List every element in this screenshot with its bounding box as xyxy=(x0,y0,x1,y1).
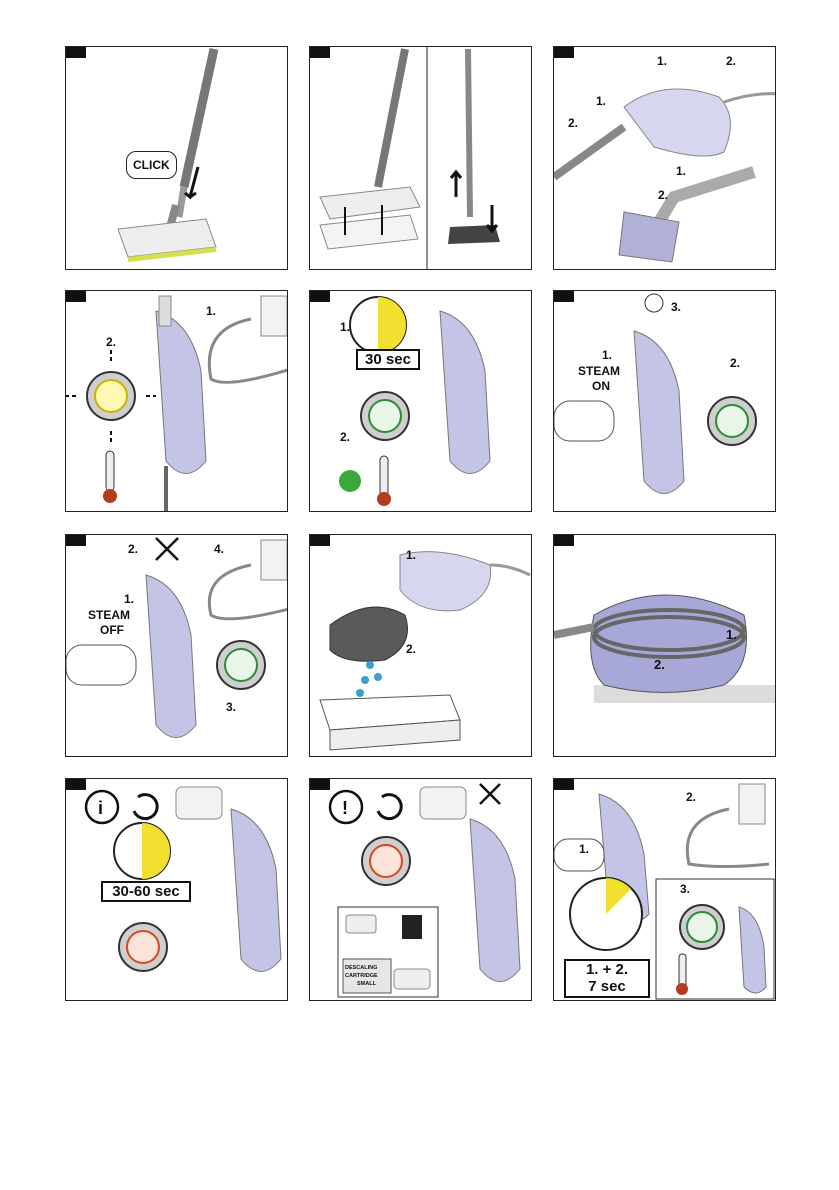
descaling-cartridge-illustration: ! DESCALING CARTRIDGE SMALL xyxy=(310,779,532,1001)
panel-7-steam-off: 1. STEAM OFF 2. 3. 4. xyxy=(65,534,288,757)
panel-12-reset-indicator: 1. 2. 3. 1. + 2. 7 sec xyxy=(553,778,776,1001)
panel-11-descaling-cartridge: ! DESCALING CARTRIDGE SMALL xyxy=(309,778,532,1001)
step-label: 1. xyxy=(579,842,589,856)
hold-duration-label: 7 sec xyxy=(566,978,648,995)
step-label: 1. xyxy=(340,320,350,334)
refresh-icon xyxy=(378,795,401,819)
step-label: 2. xyxy=(730,356,740,370)
timer-illustration: 1. 2. xyxy=(310,291,532,512)
step-label: 2. xyxy=(686,790,696,804)
empty-tank-illustration: 1. 2. xyxy=(310,535,532,757)
timer-duration-label: 30-60 sec xyxy=(101,881,191,902)
step-label: 3. xyxy=(226,700,236,714)
step-label: 2. xyxy=(658,188,668,202)
handheld-unit-illustration: 1. 2. 1. 2. 1. 2. xyxy=(554,47,776,270)
step-label: 2. xyxy=(654,657,665,672)
panel-9-wind-cable: 1. 2. xyxy=(553,534,776,757)
panel-6-steam-on: 1. STEAM ON 2. 3. xyxy=(553,290,776,512)
panel-2-attach-cloth xyxy=(309,46,532,270)
step-label: 4. xyxy=(214,542,224,556)
step-label: 1. xyxy=(726,627,737,642)
step-label: 1. xyxy=(657,54,667,68)
combo-duration-label: 1. + 2. 7 sec xyxy=(564,959,650,998)
refresh-icon xyxy=(134,795,157,819)
svg-text:i: i xyxy=(98,798,103,818)
panel-8-empty-tank: 1. 2. xyxy=(309,534,532,757)
panel-5-wait-30-sec: 1. 2. 30 sec xyxy=(309,290,532,512)
step-label: 2. xyxy=(128,542,138,556)
step-label: 1. xyxy=(206,304,216,318)
cartridge-text: CARTRIDGE xyxy=(345,973,378,979)
panel-1-assemble-floor-nozzle: CLICK xyxy=(65,46,288,270)
floor-nozzle-illustration xyxy=(66,47,288,270)
cartridge-text: SMALL xyxy=(357,981,377,987)
step-label: 1. xyxy=(596,94,606,108)
click-speech-bubble: CLICK xyxy=(126,151,177,179)
step-label: 2. xyxy=(726,54,736,68)
svg-text:!: ! xyxy=(342,798,348,818)
steam-off-illustration: 1. STEAM OFF 2. 3. 4. xyxy=(66,535,288,757)
plug-in-illustration: 2. 1. xyxy=(66,291,288,512)
combo-steps-label: 1. + 2. xyxy=(566,961,648,978)
off-label: OFF xyxy=(100,623,124,637)
steam-on-illustration: 1. STEAM ON 2. 3. xyxy=(554,291,776,512)
step-label: 2. xyxy=(106,335,116,349)
step-label: 1. xyxy=(406,548,416,562)
step-label: 3. xyxy=(680,882,690,896)
step-label: 2. xyxy=(340,430,350,444)
panel-3-detach-accessories: 1. 2. 1. 2. 1. 2. xyxy=(553,46,776,270)
step-label: 3. xyxy=(671,300,681,314)
step-label: 1. xyxy=(124,592,134,606)
cable-wind-illustration: 1. 2. xyxy=(554,535,776,757)
timer-duration-label: 30 sec xyxy=(356,349,420,370)
cloth-attach-illustration xyxy=(310,47,532,270)
panel-10-descale-wait: i 30-60 sec xyxy=(65,778,288,1001)
step-label: 1. xyxy=(676,164,686,178)
on-label: ON xyxy=(592,379,610,393)
steam-label: STEAM xyxy=(88,608,130,622)
steam-label: STEAM xyxy=(578,364,620,378)
step-label: 1. xyxy=(602,348,612,362)
cartridge-text: DESCALING xyxy=(345,965,377,971)
step-label: 2. xyxy=(406,642,416,656)
step-label: 2. xyxy=(568,116,578,130)
panel-4-plug-in-heat-up: 2. 1. xyxy=(65,290,288,512)
